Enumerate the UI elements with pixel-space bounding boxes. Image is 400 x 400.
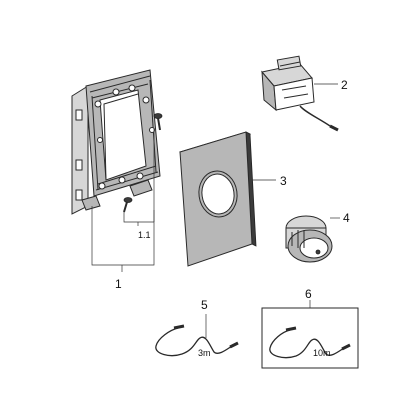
callout-3: 3 [280,174,287,188]
cable-short [155,314,239,357]
screw-bottom [123,197,133,213]
cable-long-length: 10m [313,348,331,358]
callout-2: 2 [341,78,348,92]
cable-short-length: 3m [198,348,211,358]
cover-plate [178,131,276,267]
battery-box [261,55,339,132]
screw-top [153,113,163,131]
callout-4: 4 [343,211,350,225]
leader-lines-frame [91,128,155,272]
cable-long [261,300,359,369]
callout-6: 6 [305,287,312,301]
screws [123,113,163,213]
callout-1: 1 [115,277,122,291]
callout-1-1: 1.1 [138,230,151,240]
sensor-unit [285,215,340,263]
callout-5: 5 [201,298,208,312]
mounting-frame [71,69,161,215]
